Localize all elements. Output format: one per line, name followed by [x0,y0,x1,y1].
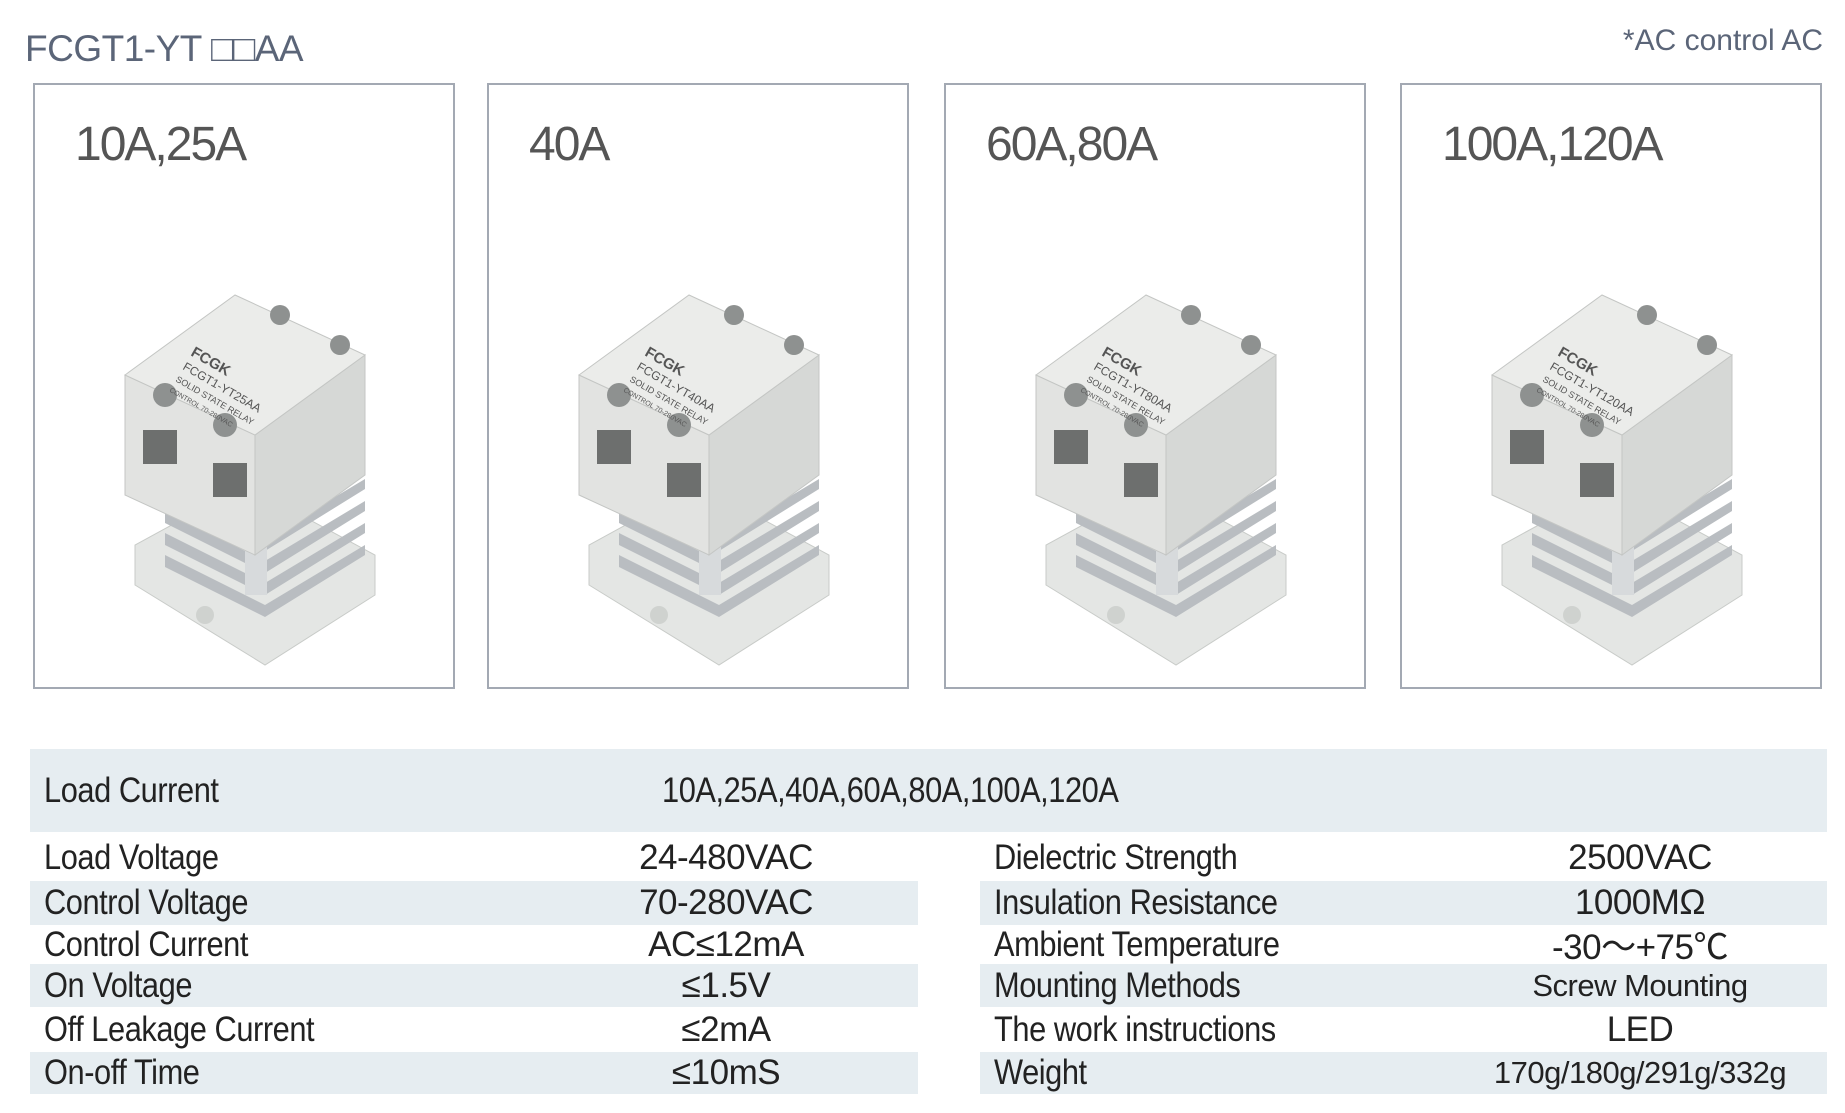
spec-label: On Voltage [44,965,193,1005]
spec-row: Control Current AC≤12mA [30,925,918,964]
heatsink-fin [619,501,819,573]
heatsink-fin [165,523,365,595]
terminal-icon [667,463,701,497]
mount-hole-icon [196,606,214,624]
spec-label: The work instructions [994,1009,1276,1049]
terminal-icon [597,430,631,464]
mount-hole-icon [1107,606,1125,624]
screw-hole-icon [667,413,691,437]
spec-row: On Voltage ≤1.5V [30,964,918,1007]
screw-hole-icon [153,383,177,407]
spec-row-load-current: Load Current 10A,25A,40A,60A,80A,100A,12… [30,749,1827,832]
spec-row: On-off Time ≤10mS [30,1052,918,1094]
relay-image: FCGK FCGT1-YT120AA SOLID STATE RELAY CON… [1491,294,1743,666]
spec-value: AC≤12mA [648,924,804,964]
spec-row: Insulation Resistance 1000MΩ [980,881,1827,925]
current-rating-label: 100A,120A [1442,118,1664,171]
heatsink-fin [1076,501,1276,573]
heatsink-fin [165,545,365,617]
screw-hole-icon [1241,335,1261,355]
screw-hole-icon [1637,305,1657,325]
terminal-icon [1580,463,1614,497]
screw-hole-icon [1697,335,1717,355]
spec-value: 24-480VAC [639,837,813,877]
terminal-icon [1124,463,1158,497]
spec-label: Load Voltage [44,837,219,877]
spec-label: Dielectric Strength [994,837,1238,877]
terminal-icon [1510,430,1544,464]
screw-hole-icon [270,305,290,325]
spec-label: Mounting Methods [994,965,1241,1005]
mount-hole-icon [650,606,668,624]
relay-image: FCGK FCGT1-YT25AA SOLID STATE RELAY CONT… [124,294,376,666]
screw-hole-icon [213,413,237,437]
spec-row: Off Leakage Current ≤2mA [30,1007,918,1052]
spec-row: Ambient Temperature -30～+75℃ [980,924,1827,968]
terminal-icon [143,430,177,464]
mount-hole-icon [1563,606,1581,624]
relay-image: FCGK FCGT1-YT80AA SOLID STATE RELAY CONT… [1035,294,1287,666]
spec-row: Load Voltage 24-480VAC [30,834,918,881]
spec-value: 2500VAC [1568,837,1712,877]
spec-value: LED [1606,1009,1674,1049]
spec-row: Dielectric Strength 2500VAC [980,834,1827,881]
spec-label: On-off Time [44,1053,200,1092]
heatsink-fin [619,523,819,595]
spec-label: Load Current [44,770,219,810]
terminal-icon [213,463,247,497]
screw-hole-icon [1124,413,1148,437]
spec-row: Control Voltage 70-280VAC [30,881,918,925]
relay-image: FCGK FCGT1-YT40AA SOLID STATE RELAY CONT… [578,294,830,666]
screw-hole-icon [1580,413,1604,437]
heatsink-fin [619,545,819,617]
terminal-icon [1054,430,1088,464]
spec-label: Ambient Temperature [994,924,1280,964]
screw-hole-icon [784,335,804,355]
spec-value: -30～+75℃ [1552,928,1728,967]
spec-label: Control Current [44,924,248,964]
heatsink-fin [1532,545,1732,617]
spec-label: Control Voltage [44,883,249,922]
heatsink-fin [1532,523,1732,595]
product-panel: 60A,80A FCGK FCGT1-YT80AA SOLID STATE RE… [944,83,1366,689]
heatsink-fin [1076,523,1276,595]
heatsink-fin [165,501,365,573]
spec-value: Screw Mounting [1532,967,1748,1003]
screw-hole-icon [607,383,631,407]
spec-value: ≤2mA [681,1009,771,1049]
product-panel: 100A,120A FCGK FCGT1-YT120AA SOLID STATE… [1400,83,1822,689]
spec-label: Weight [994,1053,1087,1092]
screw-hole-icon [724,305,744,325]
current-rating-label: 40A [529,118,610,171]
current-rating-label: 60A,80A [986,118,1158,171]
product-panel: 10A,25A FCGK FCGT1-YT25AA SOLID STATE RE… [33,83,455,689]
screw-hole-icon [330,335,350,355]
spec-row: Mounting Methods Screw Mounting [980,964,1827,1007]
spec-value: 70-280VAC [639,883,813,922]
spec-value: 10A,25A,40A,60A,80A,100A,120A [662,770,1119,810]
spec-label: Insulation Resistance [994,883,1278,922]
screw-hole-icon [1181,305,1201,325]
page-title: FCGT1-YT □□AA [25,28,304,69]
spec-row: Weight 170g/180g/291g/332g [980,1052,1827,1094]
screw-hole-icon [1064,383,1088,407]
spec-label: Off Leakage Current [44,1009,315,1049]
current-rating-label: 10A,25A [75,118,247,171]
spec-row: The work instructions LED [980,1007,1827,1052]
spec-value: 1000MΩ [1574,883,1706,922]
control-note: *AC control AC [1622,24,1823,57]
heatsink-fin [1532,501,1732,573]
screw-hole-icon [1520,383,1544,407]
heatsink-fin [1076,545,1276,617]
spec-value: ≤10mS [671,1053,781,1092]
spec-value: ≤1.5V [681,965,771,1005]
product-panel: 40A FCGK FCGT1-YT40AA SOLID STATE RELAY … [487,83,909,689]
spec-value: 170g/180g/291g/332g [1493,1055,1787,1090]
